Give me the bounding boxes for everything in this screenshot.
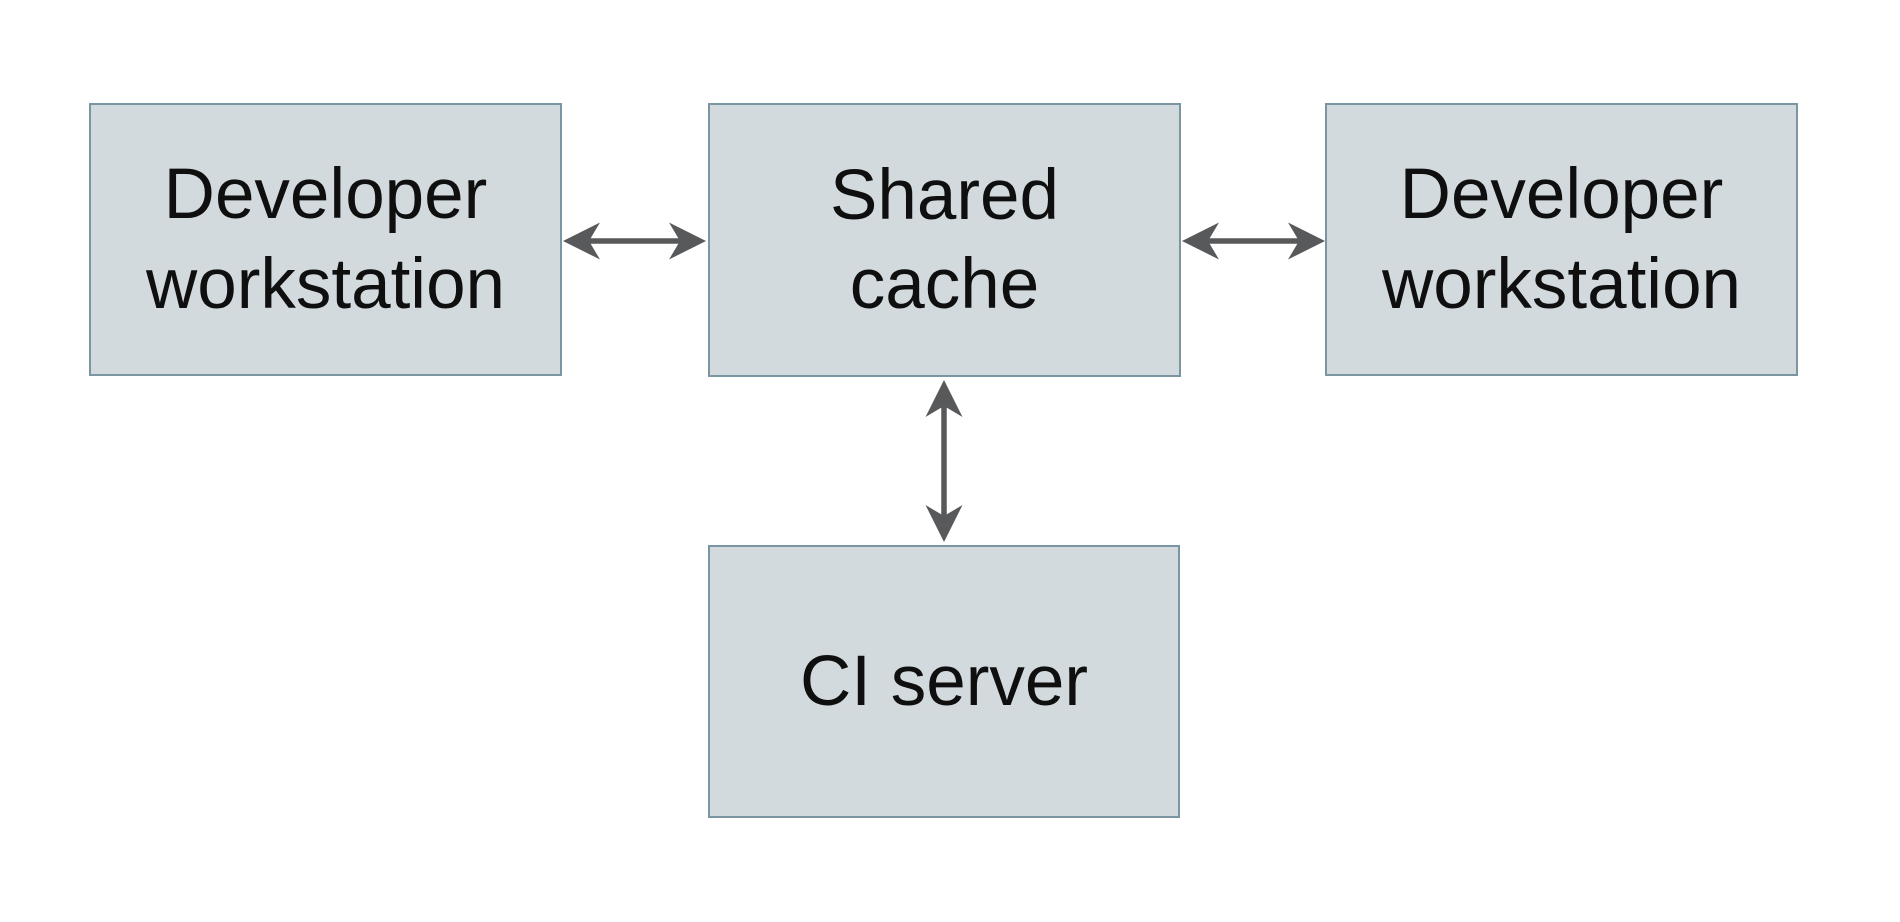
node-label: Developer workstation xyxy=(146,150,505,329)
node-label-line: workstation xyxy=(145,244,506,324)
node-label-line: Shared xyxy=(830,155,1059,235)
node-ci-server: CI server xyxy=(708,545,1180,818)
node-label-line: Developer xyxy=(1399,155,1724,235)
bidirectional-arrow-icon-vertical xyxy=(925,380,963,542)
node-developer-workstation-right: Developer workstation xyxy=(1325,103,1798,376)
node-label: Shared cache xyxy=(830,151,1059,330)
node-shared-cache: Shared cache xyxy=(708,103,1181,377)
bidirectional-arrow-icon-left xyxy=(563,222,706,260)
node-developer-workstation-left: Developer workstation xyxy=(89,103,562,376)
node-label-line: Developer xyxy=(163,155,488,235)
bidirectional-arrow-icon-right xyxy=(1182,222,1325,260)
node-label-line: workstation xyxy=(1381,244,1742,324)
node-label: CI server xyxy=(800,637,1088,726)
node-label: Developer workstation xyxy=(1382,150,1741,329)
node-label-line: cache xyxy=(849,245,1040,324)
node-label-line: CI server xyxy=(800,641,1088,721)
